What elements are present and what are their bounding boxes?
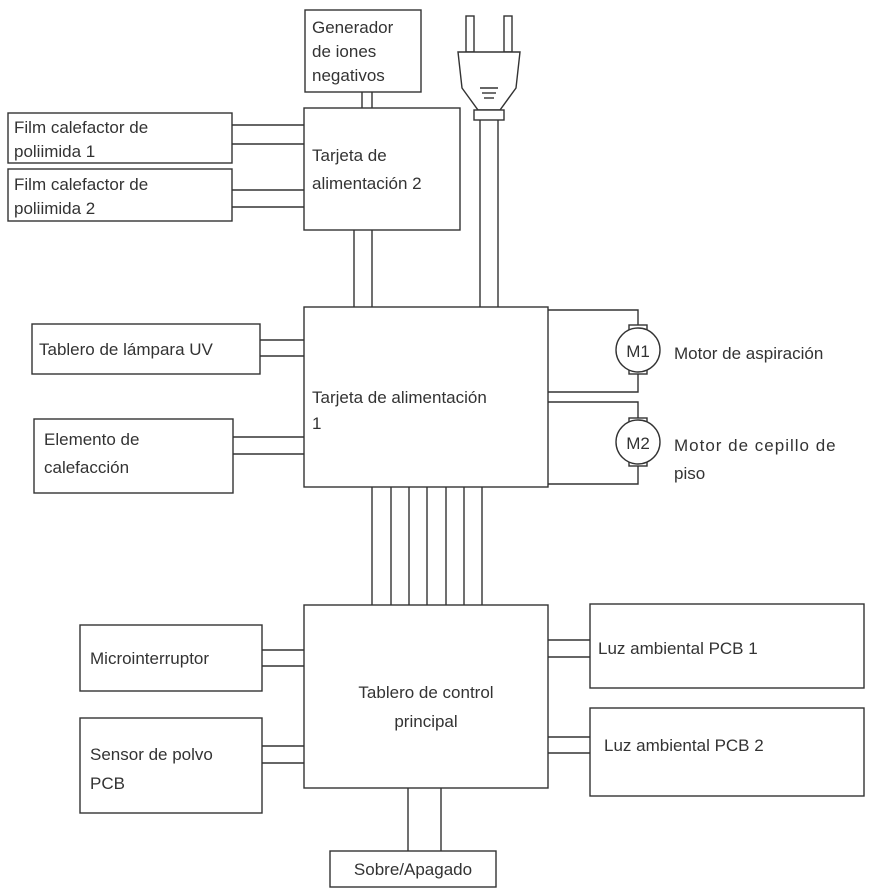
floor-brush-motor-label-2: piso [674,464,705,483]
ion-generator-block: Generador de iones negativos [304,9,422,93]
suction-motor-symbol: M1 [626,342,650,361]
wires [232,92,639,851]
uv-lamp-board-label: Tablero de lámpara UV [39,340,214,359]
ambient-light-1-label: Luz ambiental PCB 1 [598,639,758,658]
power-board-2-block: Tarjeta de alimentación 2 [303,107,461,231]
uv-lamp-board-block: Tablero de lámpara UV [31,323,261,375]
heater-film-2-block: Film calefactor de poliimida 2 [7,168,233,222]
ambient-light-2-label: Luz ambiental PCB 2 [604,736,764,755]
heater-film-1-block: Film calefactor de poliimida 1 [7,112,233,164]
power-plug-icon [457,15,521,121]
ion-generator-label-3: negativos [312,66,385,85]
power-board-2-label-1: Tarjeta de [312,146,387,165]
heating-element-label-2: calefacción [44,458,129,477]
suction-motor-label: Motor de aspiración [674,344,823,363]
ambient-light-pcb-2-block: Luz ambiental PCB 2 [589,707,865,797]
heating-element-label-1: Elemento de [44,430,139,449]
floor-brush-motor-symbol: M2 [626,434,650,453]
heater-film-1-label-2: poliimida 1 [14,142,95,161]
floor-brush-motor-label-1: Motor de cepillo de [674,436,837,455]
power-board-1-block: Tarjeta de alimentación 1 [303,306,549,488]
heating-element-block: Elemento de calefacción [33,418,234,494]
dust-sensor-pcb-block: Sensor de polvo PCB [79,717,263,814]
ion-generator-label-1: Generador [312,18,394,37]
power-board-1-label-1: Tarjeta de alimentación [312,388,487,407]
ambient-light-pcb-1-block: Luz ambiental PCB 1 [589,603,865,689]
power-board-2-label-2: alimentación 2 [312,174,422,193]
heater-film-2-label-2: poliimida 2 [14,199,95,218]
heater-film-2-label-1: Film calefactor de [14,175,148,194]
main-control-board-label-1: Tablero de control [358,683,493,702]
suction-motor-icon: M1 [615,324,661,375]
power-board-1-label-2: 1 [312,414,321,433]
floor-brush-motor-icon: M2 [615,417,661,467]
main-control-board-block: Tablero de control principal [303,604,549,789]
microswitch-label: Microinterruptor [90,649,209,668]
on-off-block: Sobre/Apagado [329,850,497,888]
microswitch-block: Microinterruptor [79,624,263,692]
on-off-label: Sobre/Apagado [354,860,472,879]
main-control-board-label-2: principal [394,712,457,731]
ion-generator-label-2: de iones [312,42,376,61]
dust-sensor-label-2: PCB [90,774,125,793]
dust-sensor-label-1: Sensor de polvo [90,745,213,764]
heater-film-1-label-1: Film calefactor de [14,118,148,137]
